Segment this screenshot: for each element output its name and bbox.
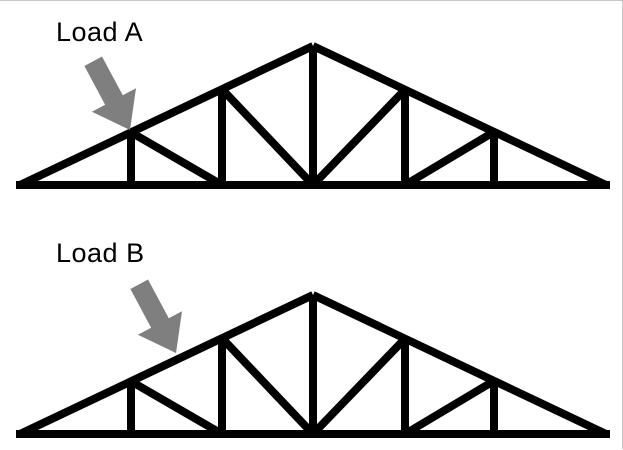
diagonal-member-4 [402, 377, 497, 438]
top-chord-right [311, 42, 608, 189]
truss-b [16, 291, 610, 438]
diagonal-member-2 [219, 335, 316, 437]
diagonal-member-3 [310, 86, 408, 188]
diagonal-member-3 [310, 335, 408, 437]
top-chord-right [311, 291, 608, 438]
top-chord-left [18, 291, 315, 438]
diagonal-member-1 [128, 377, 225, 438]
diagonal-member-2 [219, 86, 316, 188]
load-a-label: Load A [56, 17, 144, 47]
diagonal-member-1 [128, 128, 225, 189]
truss-a [16, 42, 610, 189]
top-chord-left [18, 42, 315, 189]
load-b-arrow-icon [130, 279, 182, 353]
diagonal-member-4 [402, 128, 497, 189]
load-a-arrow-icon [84, 56, 136, 130]
load-b-label: Load B [56, 238, 145, 268]
